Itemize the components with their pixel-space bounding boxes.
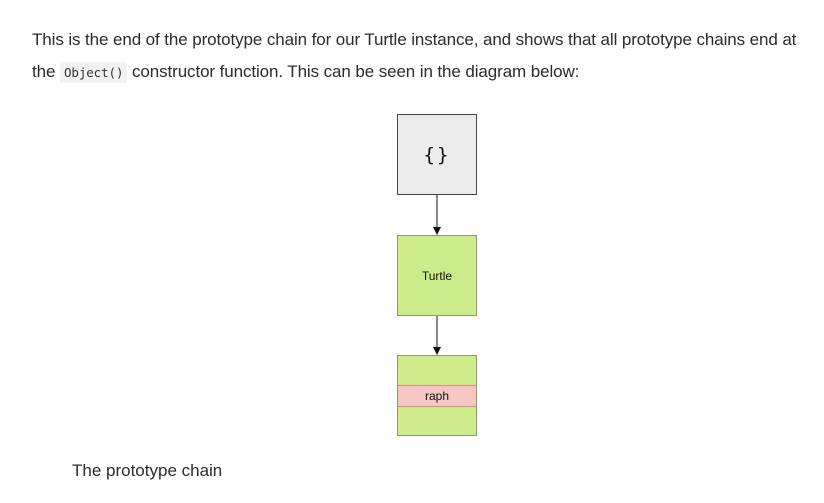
arrow-down-icon: [433, 195, 441, 235]
instance-box: raph: [397, 355, 477, 436]
instance-property-label: raph: [424, 389, 450, 403]
object-prototype-box: {}: [397, 114, 477, 195]
diagram-caption: The prototype chain: [72, 461, 223, 480]
intro-text-start: This is the end of the prototype chain f…: [32, 30, 797, 81]
intro-text-end: constructor function. This can be seen i…: [127, 62, 580, 81]
object-box-label: {}: [423, 143, 451, 166]
turtle-prototype-box: Turtle: [397, 235, 477, 316]
arrow-down-icon: [433, 316, 441, 355]
prototype-chain-diagram: {} Turtle raph: [397, 114, 479, 436]
intro-paragraph: This is the end of the prototype chain f…: [32, 24, 822, 89]
inline-code: Object(): [59, 62, 128, 83]
turtle-box-label: Turtle: [421, 268, 453, 283]
instance-property-row: raph: [398, 385, 476, 407]
